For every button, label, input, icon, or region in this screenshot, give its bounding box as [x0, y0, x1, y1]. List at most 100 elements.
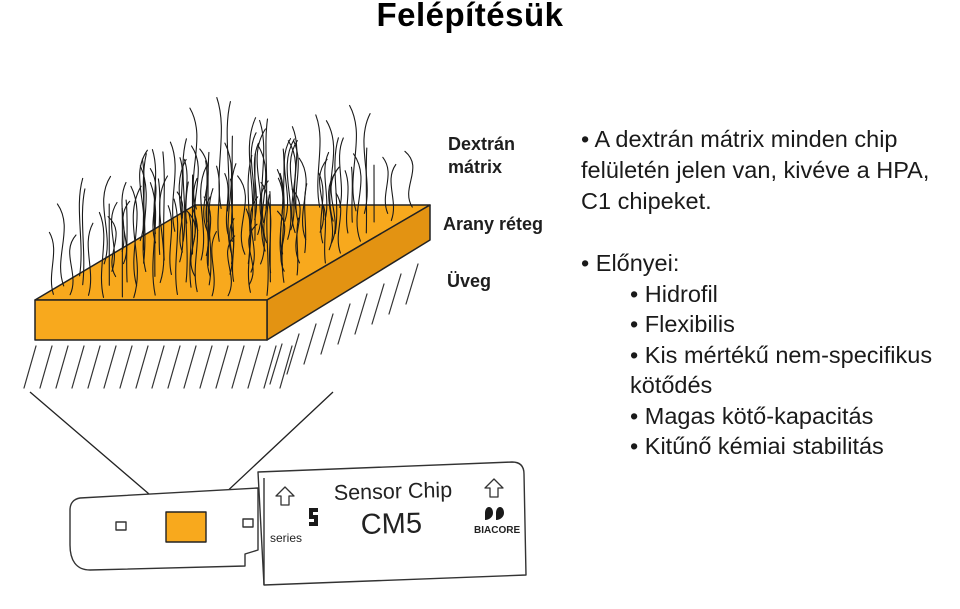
dextran-strand	[205, 196, 211, 257]
dextran-strand	[207, 151, 210, 267]
dextran-strand	[282, 148, 285, 211]
sub-bullet-2: • Flexibilis	[630, 311, 735, 337]
sub-bullet-3-cont: kötődés	[630, 372, 713, 398]
dextran-strand	[266, 194, 270, 296]
dextran-strand	[139, 149, 148, 242]
bullet-1-line-3: C1 chipeket.	[581, 188, 712, 214]
dextran-strand	[352, 153, 362, 242]
dextran-strand	[237, 175, 246, 255]
s-logo-icon	[309, 508, 318, 526]
dextran-strand	[291, 188, 301, 264]
sub-bullet-4: • Magas kötő-kapacitás	[630, 403, 874, 429]
dextran-strand	[87, 222, 94, 296]
chip-slide	[69, 487, 259, 571]
dextran-strand	[390, 163, 397, 222]
dextran-strand	[48, 231, 55, 295]
dextran-strand	[250, 132, 257, 212]
dextran-strand	[81, 188, 86, 286]
dextran-strand	[216, 97, 222, 209]
dextran-strand	[211, 231, 217, 297]
dextran-strand	[121, 181, 127, 253]
dextran-strand	[56, 203, 65, 287]
dextran-strand	[324, 151, 330, 221]
dextran-strand	[253, 142, 259, 221]
dextran-strand	[169, 141, 176, 232]
dextran-strand	[110, 201, 118, 272]
glass-line	[71, 345, 85, 389]
label-glass: Üveg	[447, 271, 492, 291]
glass-line	[263, 345, 277, 389]
dextran-strand	[334, 137, 339, 235]
dextran-strand	[183, 158, 188, 224]
dextran-strand	[350, 166, 353, 223]
dextran-strand	[283, 138, 292, 222]
label-dextran-matrix: Dextrán mátrix	[448, 134, 516, 177]
glass-line	[247, 345, 261, 389]
glass-line	[87, 345, 101, 389]
dextran-strands	[48, 97, 414, 299]
gold-slab-front	[34, 299, 268, 341]
glass-line	[231, 345, 245, 389]
dextran-strand	[248, 223, 258, 286]
dextran-strand	[335, 192, 342, 254]
dextran-strand	[259, 119, 265, 223]
dextran-strand	[189, 107, 198, 210]
biacore-logo-icon	[485, 507, 504, 520]
glass-line	[199, 345, 213, 389]
dextran-strand	[78, 177, 84, 277]
dextran-strand	[404, 150, 414, 208]
dextran-strand	[179, 157, 183, 219]
bullet-1-line-2: felületén jelen van, kivéve a HPA,	[581, 157, 930, 183]
dextran-strand	[216, 165, 220, 242]
dextran-strand	[130, 185, 138, 287]
glass-line	[286, 333, 300, 375]
glass-line	[55, 345, 69, 389]
dextran-strand	[318, 172, 324, 244]
chip-name: Sensor Chip	[334, 478, 453, 505]
gold-sensor-spot	[165, 511, 207, 543]
dextran-strand	[287, 140, 297, 234]
dextran-strand	[125, 199, 128, 283]
dextran-strand	[226, 101, 231, 212]
dextran-strand	[279, 172, 285, 283]
sensor-chip-cassette	[69, 461, 527, 586]
dextran-strand	[277, 177, 284, 255]
glass-line	[269, 343, 283, 385]
glass-line	[23, 345, 37, 389]
glass-line	[215, 345, 229, 389]
glass-line	[405, 263, 419, 305]
dextran-strand	[162, 151, 165, 261]
glass-line	[183, 345, 197, 389]
dextran-strand	[227, 235, 236, 297]
dextran-strand	[330, 166, 340, 244]
dextran-strand	[257, 144, 267, 252]
sub-bullet-5: • Kitűnő kémiai stabilitás	[630, 433, 884, 459]
glass-line	[135, 345, 149, 389]
dextran-strand	[157, 178, 161, 256]
dextran-strand	[256, 128, 266, 236]
dextran-strand	[141, 158, 145, 251]
dextran-strand	[344, 170, 349, 234]
dextran-strand	[338, 137, 344, 208]
dextran-strand	[98, 211, 105, 298]
dextran-strand	[200, 166, 207, 261]
chip-slot-right	[242, 518, 254, 528]
dextran-strand	[363, 113, 371, 214]
gold-slab	[34, 204, 431, 341]
dextran-strand	[224, 173, 229, 235]
dextran-strand	[323, 205, 327, 264]
dextran-strand	[167, 205, 173, 276]
chip-brand: BIACORE	[474, 525, 520, 536]
dextran-strand	[151, 149, 157, 235]
chip-model: CM5	[360, 507, 422, 541]
glass-line	[151, 345, 165, 389]
glass-line	[303, 323, 317, 365]
chip-series: series	[270, 531, 302, 545]
dextran-strand	[315, 114, 321, 208]
dextran-strand	[267, 201, 272, 274]
dextran-strand	[182, 138, 187, 242]
page-title: Felépítésük	[376, 0, 564, 33]
glass-line	[371, 283, 385, 325]
dextran-strand	[69, 234, 77, 296]
